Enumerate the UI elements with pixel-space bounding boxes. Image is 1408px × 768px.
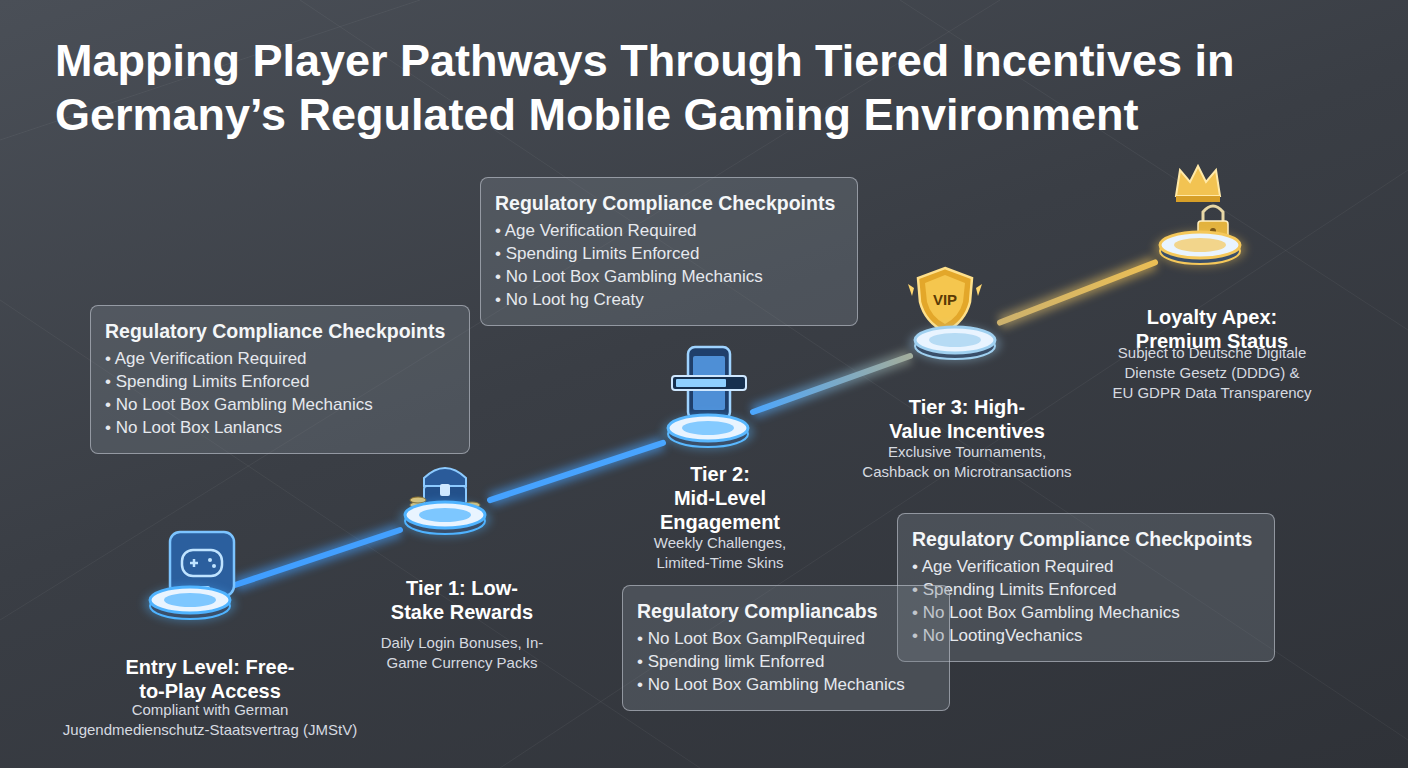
checkpoint-item: • No Loot Box Gambling Mechanics [105,393,455,416]
checkpoint-item: • Spending Limits Enforced [495,242,843,265]
pathway-connector [1000,262,1155,322]
platform-disc [890,306,1020,374]
checkpoint-item: • No Loot Box Gambling Mechanics [637,673,935,696]
milestone-heading: Tier 3: High-Value Incentives [847,395,1087,443]
checkpoint-item: • No LootingVechanics [912,624,1260,647]
badge-label: VIP [933,292,957,308]
diagram-title: Mapping Player Pathways Through Tiered I… [55,34,1335,142]
panel-heading: Regulatory Compliance Checkpoints [105,318,455,344]
checkpoint-item: • Age Verification Required [912,555,1260,578]
milestone-platform: Entry Level: Free-to-Play AccessComplian… [145,580,235,620]
pathway-connector [490,443,663,500]
checkpoint-item: • Age Verification Required [495,219,843,242]
panel-heading: Regulatory Compliancabs [637,598,935,624]
checkpoint-item: • No Loot Box Lanlancs [105,416,455,439]
platform-disc [125,566,255,634]
checkpoint-item: • No Loot hg Creaty [495,288,843,311]
milestone-platform: Loyalty Apex: Premium StatusSubject to D… [1155,225,1245,265]
platform-disc [1135,211,1265,279]
pathway-connector [235,530,400,585]
compliance-panel: Regulatory Compliance Checkpoints • Age V… [897,513,1275,662]
platform-disc [643,394,773,462]
milestone-description: Exclusive Tournaments, Cashback on Micro… [837,442,1097,482]
vip-shield-icon [908,268,982,332]
milestone-heading: Tier 2: Mid-Level Engagement [645,462,795,534]
checkpoint-item: • No Loot Box Gambling Mechanics [912,601,1260,624]
checkpoint-item: • No Loot Box Gambling Mechanics [495,265,843,288]
pathway-connector [753,356,910,412]
milestone-platform: Tier 1: Low-Stake RewardsDaily Login Bon… [400,495,490,535]
milestone-heading: Entry Level: Free-to-Play Access [100,655,320,703]
milestone-description: Subject to Deutsche Digitale Dienste Ges… [1087,343,1337,403]
panel-heading: Regulatory Compliance Checkpoints [912,526,1260,552]
milestone-description: Compliant with German Jugendmedienschutz… [45,700,375,740]
milestone-heading: Tier 1: Low-Stake Rewards [362,576,562,624]
platform-disc [380,481,510,549]
checkpoint-item: • No Loot Box GamplRequired [637,627,935,650]
compliance-panel: Regulatory Compliance Checkpoints • Age V… [90,305,470,454]
milestone-description: Daily Login Bonuses, In-Game Currency Pa… [362,633,562,673]
compliance-panel: Regulatory Compliance Checkpoints • Age V… [480,177,858,326]
checkpoint-item: • Spending limk Enforred [637,650,935,673]
milestone-platform: Tier 2: Mid-Level EngagementWeekly Chall… [663,408,753,448]
phone-icon [672,347,746,419]
panel-heading: Regulatory Compliance Checkpoints [495,190,843,216]
milestone-description: Weekly Challenges, Limited-Time Skins [630,533,810,573]
checkpoint-item: • Age Verification Required [105,347,455,370]
milestone-platform: Tier 3: High-Value IncentivesExclusive T… [910,320,1000,360]
compliance-panel: Regulatory Compliancabs • No Loot Box Gam… [622,585,950,711]
checkpoint-item: • Spending Limits Enforced [105,370,455,393]
checkpoint-item: • Spending Limits Enforced [912,578,1260,601]
